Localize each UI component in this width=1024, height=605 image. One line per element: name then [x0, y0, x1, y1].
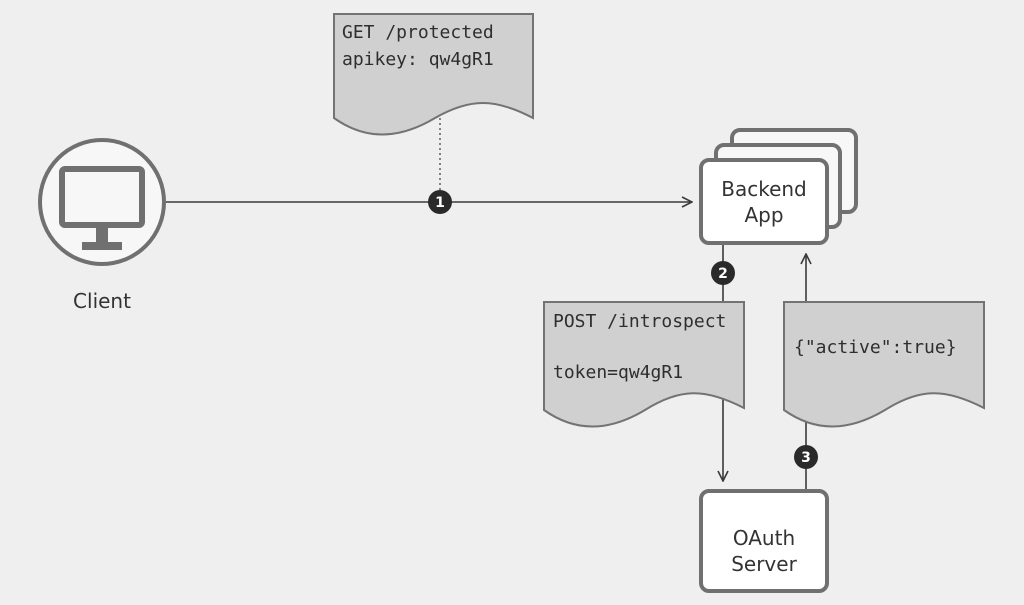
oauth-server-node: OAuth Server — [699, 489, 829, 593]
backend-node: Backend App — [699, 128, 858, 245]
introspect-response-doc: {"active":true} — [783, 301, 985, 428]
get-request-doc: GET /protected apikey: qw4gR1 — [333, 13, 534, 136]
introspect-request-line: POST /introspect — [553, 311, 726, 332]
get-apikey-line: apikey: qw4gR1 — [342, 49, 494, 70]
step-3-badge: 3 — [794, 445, 818, 469]
response-body-line: {"active":true} — [794, 337, 957, 358]
step-1-badge: 1 — [428, 190, 452, 214]
introspect-request-doc: POST /introspect token=qw4gR1 — [543, 301, 745, 428]
get-request-line: GET /protected — [342, 22, 494, 43]
step-1-number: 1 — [435, 195, 445, 211]
oauth-label-line1: OAuth — [733, 526, 795, 550]
step-2-number: 2 — [718, 266, 728, 282]
client-node: Client — [38, 138, 166, 313]
oauth-label-line2: Server — [731, 552, 797, 576]
client-label: Client — [73, 289, 131, 313]
step-2-badge: 2 — [711, 261, 735, 285]
introspect-token-line: token=qw4gR1 — [553, 362, 683, 383]
backend-label-line2: App — [744, 203, 783, 227]
backend-label-line1: Backend — [721, 177, 807, 201]
monitor-icon — [59, 166, 145, 250]
step-3-number: 3 — [801, 450, 811, 466]
